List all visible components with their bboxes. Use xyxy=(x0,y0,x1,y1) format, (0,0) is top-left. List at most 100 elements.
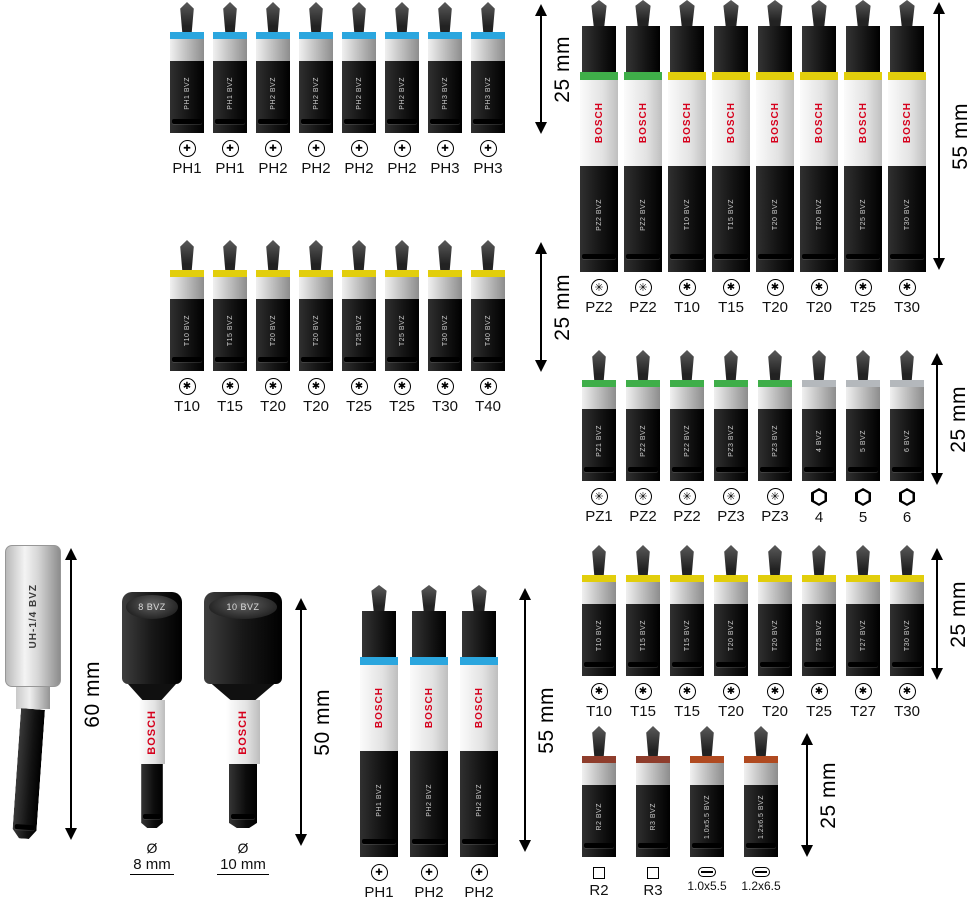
bit-t15: T15 BVZ✱T15 xyxy=(211,240,249,415)
bit-shank-marking: T25 BVZ xyxy=(398,315,406,347)
pozidriv-icon: ✳ xyxy=(678,488,696,505)
shank-groove xyxy=(412,839,446,844)
color-code-band xyxy=(714,575,748,582)
color-code-band xyxy=(256,270,290,277)
hex-icon xyxy=(855,488,871,506)
bit-shank-marking: T30 BVZ xyxy=(903,199,911,231)
bit-tip-icon xyxy=(768,350,782,380)
brand-section: BOSCH xyxy=(844,80,882,166)
bit-neck xyxy=(582,26,616,72)
color-code-band xyxy=(471,32,505,39)
bit-shank-marking: T27 BVZ xyxy=(859,620,867,652)
bit-tip-icon xyxy=(680,545,694,575)
color-code-band xyxy=(213,32,247,39)
bit-collar xyxy=(213,39,247,61)
double-arrow xyxy=(800,733,814,857)
bit-graphic: T30 BVZ xyxy=(428,240,462,371)
bit-size-label: T20 xyxy=(762,299,788,316)
bit-body: PH2 BVZ xyxy=(256,61,290,133)
bit-body: T20 BVZ xyxy=(299,299,333,371)
bit-collar xyxy=(714,582,748,604)
bit-pz2: PZ2 BVZ✳PZ2 xyxy=(668,350,706,525)
bit-size-label: PH2 xyxy=(464,884,494,900)
bit-pz1: PZ1 BVZ✳PZ1 xyxy=(580,350,618,525)
bit-collar xyxy=(890,582,924,604)
bit-collar xyxy=(890,387,924,409)
color-code-band xyxy=(342,32,376,39)
bit-collar xyxy=(299,39,333,61)
bit-t25: T25 BVZ✱T25 xyxy=(800,545,838,720)
bit-shank-marking: T20 BVZ xyxy=(815,199,823,231)
bit-tip-icon xyxy=(180,240,194,270)
bit-shank-marking: T25 BVZ xyxy=(859,199,867,231)
bit-shank-marking: PH3 BVZ xyxy=(441,76,449,110)
torx-icon: ✱ xyxy=(436,378,454,395)
double-arrow xyxy=(294,598,308,846)
bit-graphic: T25 BVZ xyxy=(342,240,376,371)
nutsetter-hex-shank xyxy=(141,764,163,828)
color-code-band xyxy=(256,32,290,39)
diameter-label: Ø 10 mm xyxy=(217,840,269,876)
diameter-symbol: Ø xyxy=(146,840,158,856)
color-code-band xyxy=(582,756,616,763)
bit-size-label: 4 xyxy=(814,509,824,526)
shank-groove xyxy=(638,843,668,848)
color-code-band xyxy=(846,380,880,387)
bit-neck xyxy=(890,26,924,72)
bit-shank-marking: PH3 BVZ xyxy=(484,76,492,110)
bit-shank-marking: T20 BVZ xyxy=(269,315,277,347)
bit-shank-marking: R3 BVZ xyxy=(649,803,657,831)
dimension-label: 25 mm xyxy=(947,385,970,453)
bit-body: T10 BVZ xyxy=(582,604,616,676)
color-code-band xyxy=(582,575,616,582)
shank-groove xyxy=(301,357,331,362)
torx-icon: ✱ xyxy=(854,279,872,296)
bosch-logo-text: BOSCH xyxy=(681,102,693,144)
torx-icon: ✱ xyxy=(722,279,740,296)
shank-groove xyxy=(672,662,702,667)
bit-graphic: PZ1 BVZ xyxy=(582,350,616,481)
bit-size-label: 6 xyxy=(902,509,912,526)
phillips-icon: ✚ xyxy=(436,140,454,157)
bit-collar xyxy=(299,277,333,299)
color-code-band xyxy=(170,270,204,277)
color-code-band xyxy=(846,575,880,582)
bit-size-label: PH3 xyxy=(473,160,503,177)
bit-collar xyxy=(670,582,704,604)
bit-shank-marking: T20 BVZ xyxy=(771,199,779,231)
bit-size-label: PZ2 xyxy=(673,508,701,525)
bit-collar xyxy=(690,763,724,785)
bit-shank-marking: R2 BVZ xyxy=(595,803,603,831)
bit-graphic: T10 BVZ xyxy=(582,545,616,676)
nutsetter-socket-head: 10 BVZ xyxy=(204,592,282,684)
bit-tip-icon xyxy=(592,545,606,575)
color-code-band xyxy=(580,72,618,80)
bit-graphic: T20 BVZ xyxy=(714,545,748,676)
double-arrow xyxy=(932,2,946,270)
color-code-band xyxy=(410,657,448,665)
color-code-band xyxy=(360,657,398,665)
holder-hex-shank xyxy=(12,708,45,839)
double-arrow xyxy=(64,548,78,840)
bit-tip-icon xyxy=(352,240,366,270)
bit-graphic: T25 BVZ xyxy=(385,240,419,371)
bit-graphic: 6 BVZ xyxy=(890,350,924,481)
phillips-icon: ✚ xyxy=(221,140,239,157)
torx-icon: ✱ xyxy=(590,683,608,700)
color-code-band xyxy=(712,72,750,80)
bit-size-label: T10 xyxy=(174,398,200,415)
bit-tip-icon xyxy=(438,240,452,270)
torx-icon: ✱ xyxy=(678,683,696,700)
bit-collar xyxy=(626,387,660,409)
arrow-line xyxy=(524,593,526,847)
bit-6: 6 BVZ 6 xyxy=(888,350,926,526)
bit-shank-marking: PZ3 BVZ xyxy=(727,425,735,457)
torx-icon: ✱ xyxy=(307,378,325,395)
bit-pz2: PZ2 BVZ✳PZ2 xyxy=(624,350,662,525)
double-arrow xyxy=(534,4,548,134)
